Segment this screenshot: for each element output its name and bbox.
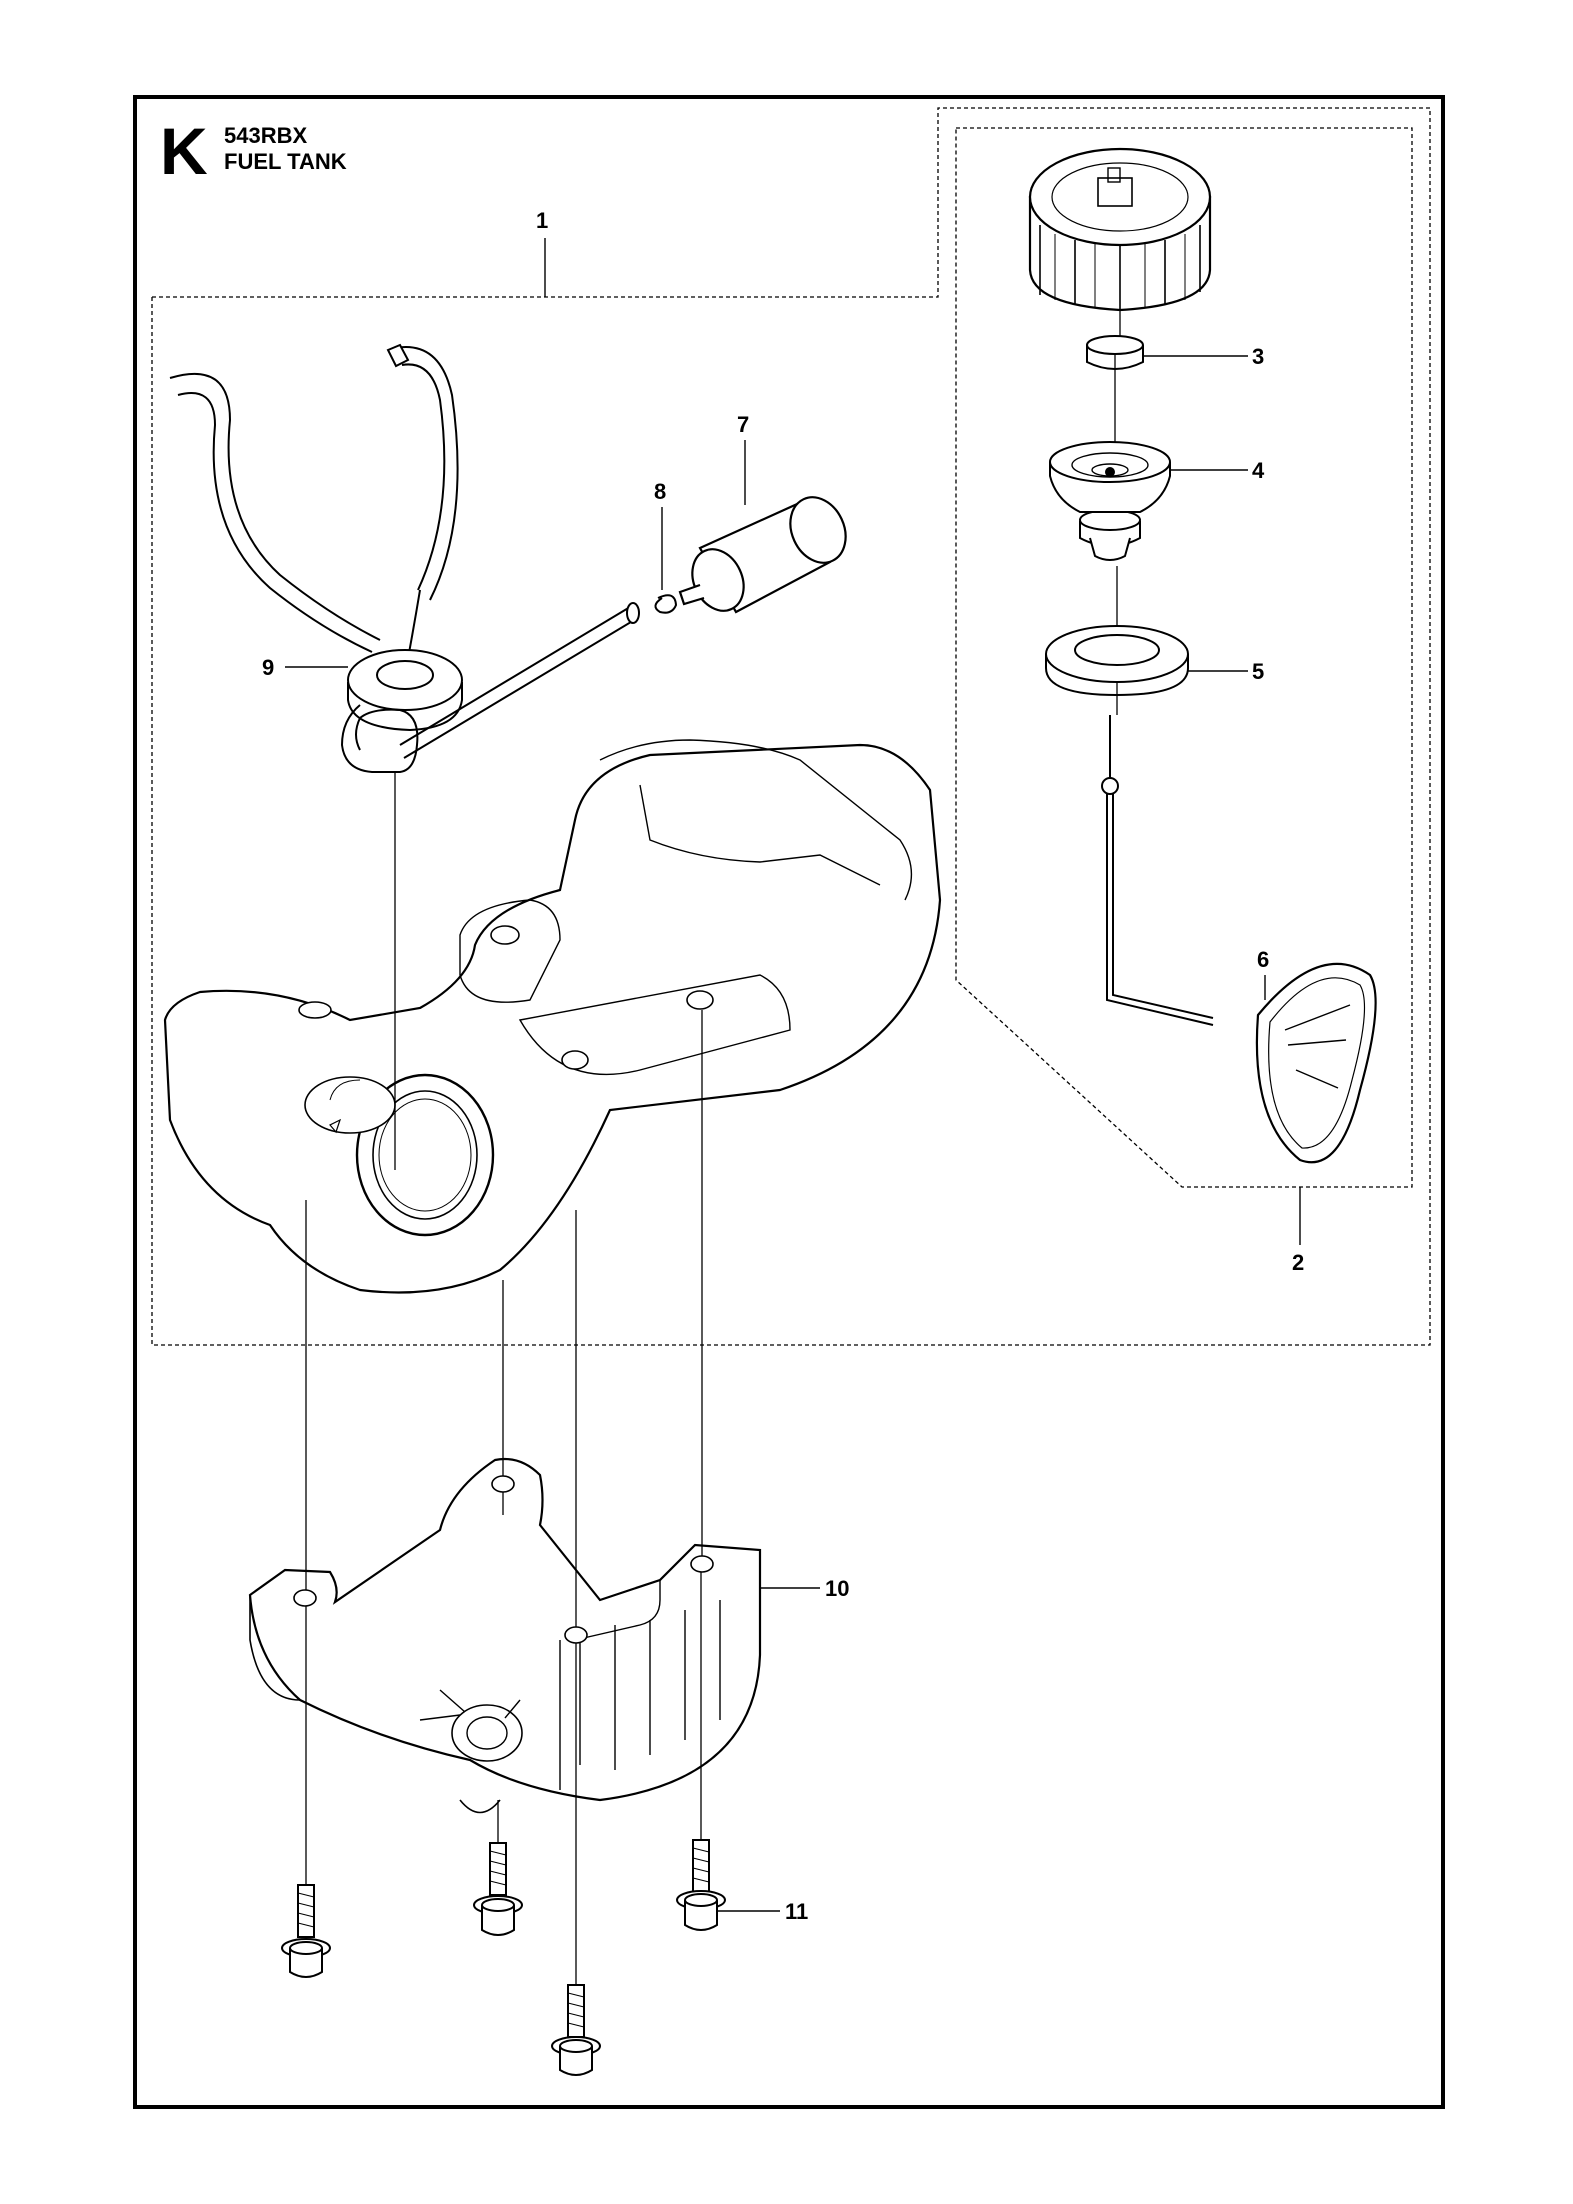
- assembly-lines: [305, 310, 1121, 1985]
- callout-1: 1: [536, 208, 548, 233]
- screw-right: [676, 1839, 726, 1931]
- page-frame: [133, 95, 1445, 2109]
- callout-11: 11: [785, 1899, 808, 1924]
- cap-retainer: [1049, 441, 1171, 561]
- callout-labels: 1 2 3 4 5 6 7 8 9 10 11: [262, 208, 1304, 1924]
- screw-left: [281, 1884, 331, 1978]
- model-number: 543RBX: [224, 123, 308, 148]
- callout-8: 8: [654, 479, 666, 504]
- group-border-1: [151, 107, 1431, 1346]
- leader-lines: [285, 238, 1301, 1912]
- callout-6: 6: [1257, 947, 1269, 972]
- screw-mid-right: [551, 1984, 601, 2076]
- fuel-cap: [1028, 147, 1212, 312]
- suction-hose: [399, 602, 640, 759]
- fuel-tank: [163, 739, 942, 1294]
- callout-9: 9: [262, 655, 274, 680]
- hose-clip: [654, 594, 678, 614]
- screw-mid-left: [473, 1842, 523, 1936]
- callout-3: 3: [1252, 344, 1264, 369]
- fuel-filter: [678, 496, 847, 614]
- callout-4: 4: [1252, 458, 1265, 483]
- section-letter: K: [160, 114, 208, 188]
- tank-mount: [248, 1457, 762, 1814]
- tank-grommet: [340, 649, 463, 773]
- group-border-2: [955, 127, 1413, 1188]
- callout-10: 10: [825, 1576, 849, 1601]
- fuel-cap-strap: [1101, 715, 1377, 1164]
- callout-5: 5: [1252, 659, 1264, 684]
- callout-2: 2: [1292, 1250, 1304, 1275]
- page-title: FUEL TANK: [224, 149, 347, 174]
- callout-7: 7: [737, 412, 749, 437]
- fuel-hoses: [169, 343, 459, 701]
